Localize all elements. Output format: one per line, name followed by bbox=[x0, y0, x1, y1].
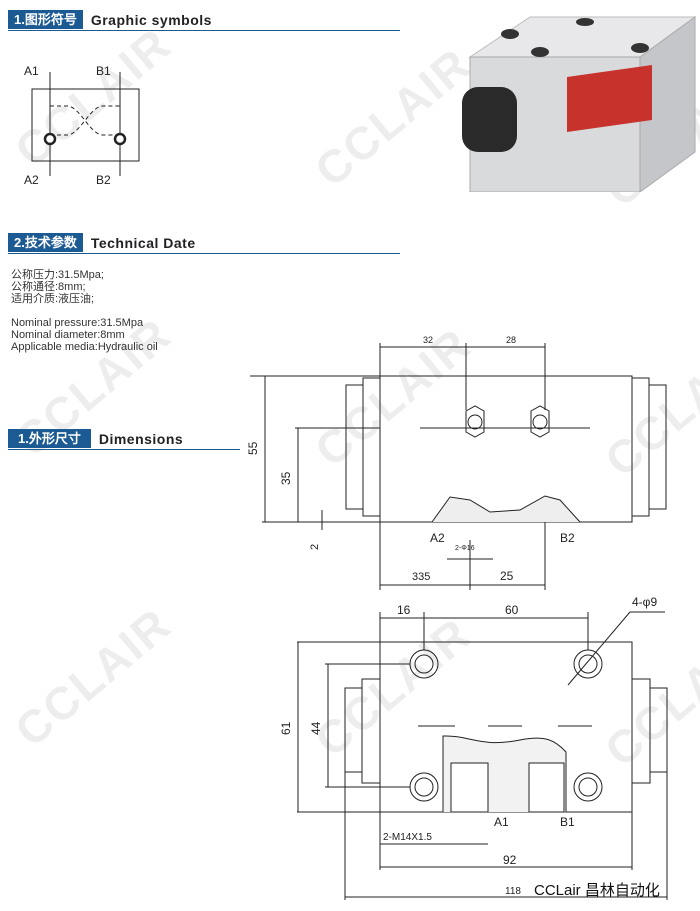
watermark: CCLAIR bbox=[595, 617, 700, 777]
port-label-a1: A1 bbox=[24, 64, 39, 78]
dim-35: 35 bbox=[279, 471, 293, 485]
tech-specs-en: Nominal pressure:31.5Mpa Nominal diamete… bbox=[11, 317, 158, 353]
front-view-drawing bbox=[250, 343, 667, 590]
watermark: CCLAIR bbox=[305, 317, 481, 477]
dim-16: 16 bbox=[397, 603, 411, 617]
spec-line: Nominal diameter:8mm bbox=[11, 329, 125, 341]
section-number: 1.图形符号 bbox=[8, 10, 83, 29]
section-title: Dimensions bbox=[98, 430, 184, 447]
spec-line: Nominal pressure:31.5Mpa bbox=[11, 317, 144, 329]
port-label-a2: A2 bbox=[430, 531, 445, 545]
watermark: CCLAIR bbox=[305, 37, 481, 197]
dim-phi16: 2-Φ16 bbox=[455, 545, 475, 552]
dim-60: 60 bbox=[505, 603, 519, 617]
section-header-technical: 2.技术参数 Technical Date bbox=[8, 233, 400, 254]
section-title: Graphic symbols bbox=[90, 11, 212, 28]
dim-2: 2 bbox=[309, 544, 321, 550]
section-header-dimensions: 1.外形尺寸 Dimensions bbox=[8, 429, 240, 450]
watermark: CCLAIR bbox=[5, 17, 181, 177]
divider bbox=[8, 253, 400, 254]
dim-4-phi9: 4-φ9 bbox=[632, 595, 657, 609]
product-photo bbox=[462, 16, 697, 192]
dim-61: 61 bbox=[279, 721, 293, 735]
section-number: 2.技术参数 bbox=[8, 233, 83, 252]
dim-118: 118 bbox=[505, 886, 521, 897]
dim-92: 92 bbox=[503, 853, 517, 867]
spec-line: Applicable media:Hydraulic oil bbox=[11, 341, 158, 353]
brand-label: CCLair 昌林自动化 bbox=[534, 882, 660, 899]
divider bbox=[8, 30, 400, 31]
dim-28: 28 bbox=[506, 335, 516, 345]
divider bbox=[8, 449, 240, 450]
dim-25: 25 bbox=[500, 569, 514, 583]
dim-thread: 2-M14X1.5 bbox=[383, 832, 432, 843]
tech-specs-cn: 公称压力:31.5Mpa; 公称通径:8mm; 适用介质:液压油; bbox=[11, 269, 104, 305]
watermark: CCLAIR bbox=[5, 597, 181, 757]
port-label-b2: B2 bbox=[560, 531, 575, 545]
spec-line: 适用介质:液压油; bbox=[11, 293, 95, 305]
dim-55: 55 bbox=[246, 441, 260, 455]
spec-line: 公称压力:31.5Mpa; bbox=[11, 269, 104, 281]
section-title: Technical Date bbox=[90, 234, 196, 251]
watermark: CCLAIR bbox=[305, 607, 481, 767]
port-label-b1: B1 bbox=[560, 815, 575, 829]
port-label-a1: A1 bbox=[494, 815, 509, 829]
port-label-b2: B2 bbox=[96, 173, 111, 187]
section-header-graphic: 1.图形符号 Graphic symbols bbox=[8, 10, 400, 31]
spec-line: 公称通径:8mm; bbox=[11, 281, 86, 293]
watermark: CCLAIR bbox=[595, 327, 700, 487]
dim-335: 335 bbox=[412, 571, 430, 583]
section-number: 1.外形尺寸 bbox=[8, 429, 91, 448]
